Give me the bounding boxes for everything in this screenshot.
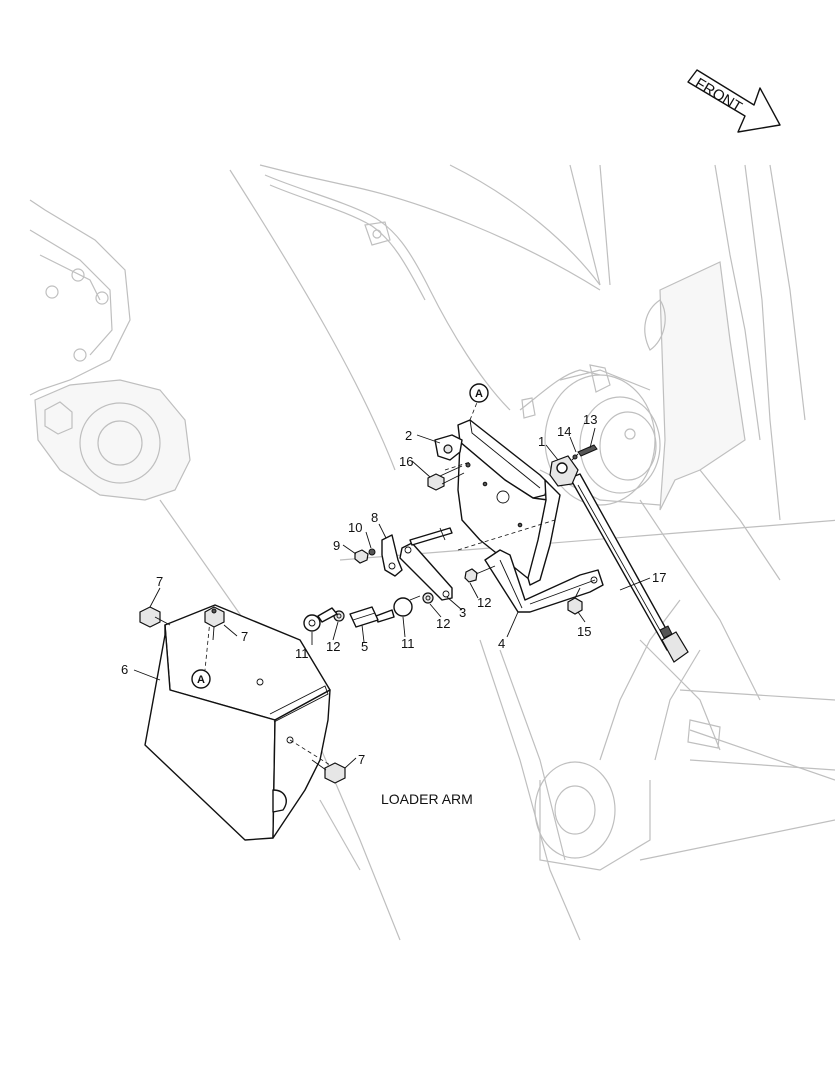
callout-16: 16: [399, 454, 413, 469]
callout-2: 2: [405, 428, 412, 443]
bolt-7-top-center: [204, 606, 225, 641]
ball-joint-11-right: [375, 595, 421, 623]
washer-10: [368, 548, 376, 556]
callout-numbers: 1 2 3 4 5 6 7 7 7 8 9 10 11 11 12 12 12 …: [121, 412, 666, 767]
bolt-16: [427, 465, 465, 491]
callout-12-left: 12: [326, 639, 340, 654]
bolt-15: [567, 587, 583, 615]
callout-9: 9: [333, 538, 340, 553]
callout-8: 8: [371, 510, 378, 525]
nut-12-center: [422, 592, 434, 604]
callout-6: 6: [121, 662, 128, 677]
callout-1: 1: [538, 434, 545, 449]
callout-12-center: 12: [436, 616, 450, 631]
nut-12-right: [464, 565, 496, 583]
callout-4: 4: [498, 636, 505, 651]
callout-11-left: 11: [295, 646, 309, 661]
bracket-assembly: [427, 399, 601, 601]
cover-6: [144, 604, 331, 841]
callout-11-right: 11: [401, 636, 415, 651]
svg-text:A: A: [475, 388, 483, 400]
callout-12-right: 12: [477, 595, 491, 610]
turnbuckle-5: [349, 606, 379, 628]
svg-text:A: A: [197, 674, 205, 686]
rod-17: [569, 473, 689, 663]
callout-7-side: 7: [358, 752, 365, 767]
callout-13: 13: [583, 412, 597, 427]
callout-7-top-center: 7: [241, 629, 248, 644]
bolt-7-side: [311, 759, 346, 784]
callout-leaders: [133, 427, 651, 769]
callout-7-top-left: 7: [156, 574, 163, 589]
clip-8: [381, 534, 403, 577]
bolt-7-top-left: [139, 606, 171, 628]
callout-15: 15: [577, 624, 591, 639]
loader-arm-caption: LOADER ARM: [381, 791, 473, 807]
clevis-1: [549, 444, 598, 487]
link-3: [399, 527, 453, 601]
reference-marker-a-bracket: A: [469, 383, 489, 403]
callout-10: 10: [348, 520, 362, 535]
front-direction-arrow: FRONT: [687, 69, 781, 133]
pedal-bracket-4: [484, 549, 604, 613]
callout-14: 14: [557, 424, 571, 439]
callout-3: 3: [459, 605, 466, 620]
loader-structure-background: [29, 164, 835, 941]
reference-marker-a-cover: A: [191, 669, 211, 689]
ball-joint-11-left: [303, 607, 338, 632]
callout-5: 5: [361, 639, 368, 654]
screw-9: [354, 549, 369, 564]
callout-17: 17: [652, 570, 666, 585]
